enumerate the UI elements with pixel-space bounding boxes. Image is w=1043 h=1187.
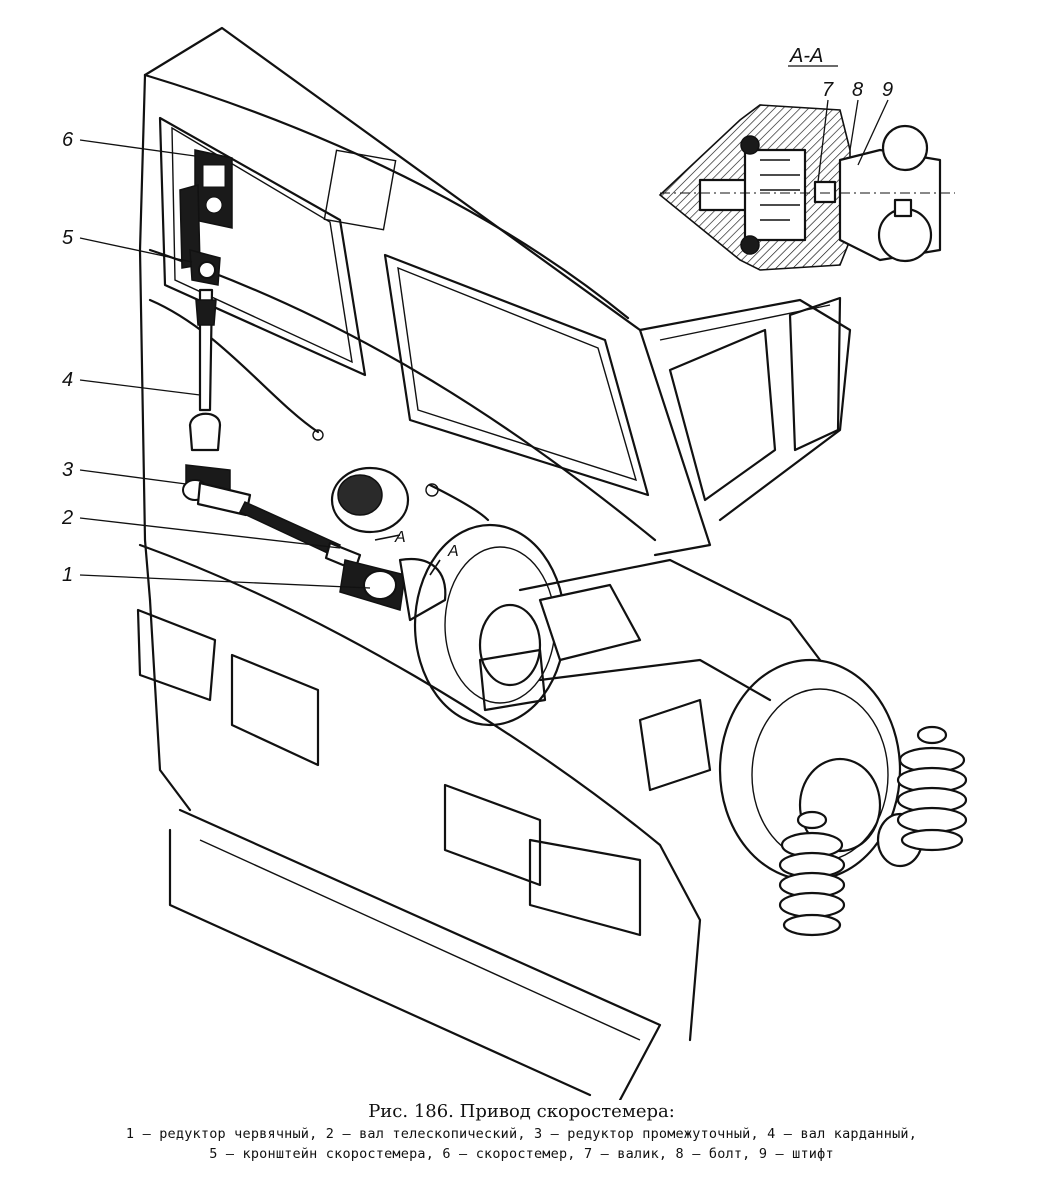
callout-9: 9 [882, 79, 893, 101]
caption-title: Рис. 186. Привод скоростемера: [368, 1101, 675, 1122]
leader-lines [79, 99, 889, 589]
caption-line-1: 1 — редуктор червячный, 2 — вал телескоп… [125, 1126, 918, 1142]
section-arrow-label-1: А [394, 529, 406, 546]
springs [778, 725, 968, 937]
wheelset [413, 523, 924, 882]
telescopic-shaft [238, 501, 362, 572]
cardan-shaft [188, 288, 222, 452]
callout-1: 1 [62, 564, 73, 586]
speedometer-bracket [189, 249, 221, 286]
callout-7: 7 [822, 79, 834, 101]
caption-line-2: 5 — кронштейн скоростемера, 6 — скоросте… [209, 1146, 834, 1162]
speedometer-drive-illustration: 6 5 4 3 2 1 7 8 9 А-А А А [61, 26, 968, 1100]
spring-left [778, 810, 846, 937]
section-label: А-А [789, 45, 823, 67]
section-arrow-label-2: А [447, 543, 459, 560]
callout-8: 8 [852, 79, 863, 101]
locomotive-cab [136, 26, 852, 1100]
callout-3: 3 [62, 459, 73, 481]
callout-4: 4 [62, 369, 73, 391]
worm-gearbox [339, 557, 447, 622]
callout-2: 2 [61, 507, 73, 529]
callout-5: 5 [62, 227, 74, 249]
section-aa-inset [658, 65, 955, 271]
figure-caption: Рис. 186. Привод скоростемера: 1 — редук… [0, 1100, 1043, 1164]
speedometer [179, 149, 233, 269]
callout-6: 6 [62, 129, 74, 151]
intermediate-gearbox [182, 464, 252, 517]
spring-right [896, 725, 968, 852]
